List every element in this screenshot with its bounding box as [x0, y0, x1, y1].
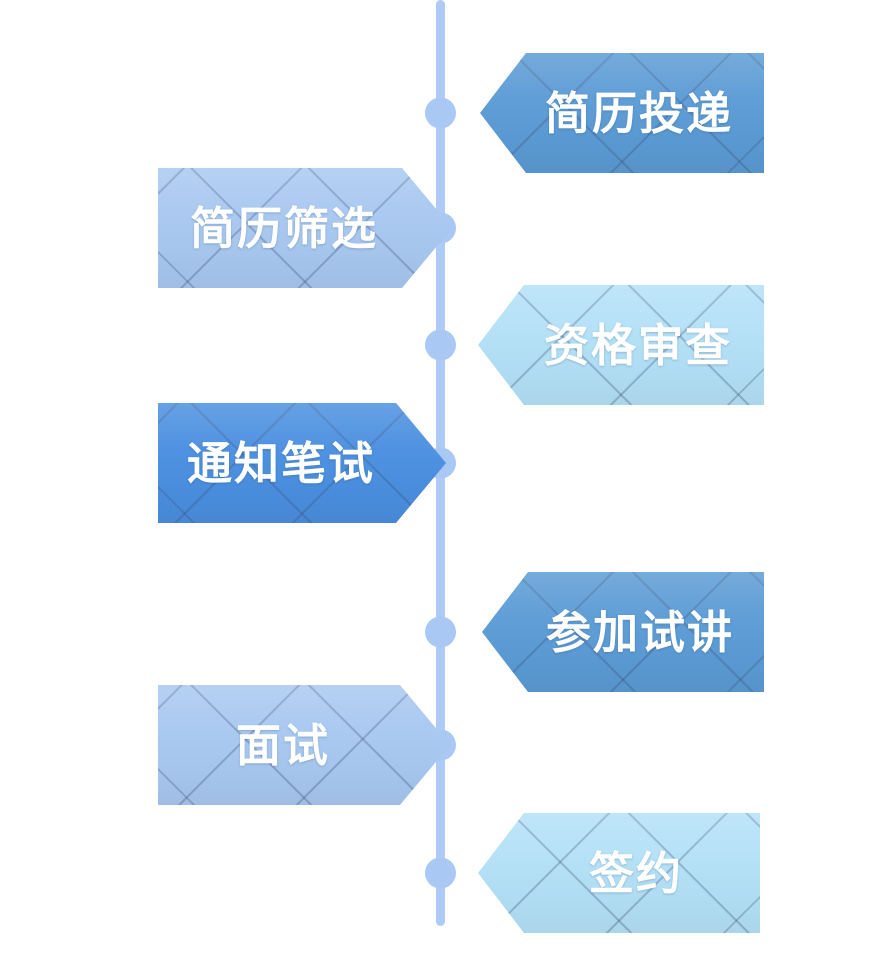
timeline-step-3-label: 资格审查 — [543, 319, 732, 371]
timeline-dot-7 — [425, 857, 456, 889]
timeline-step-1-label: 简历投递 — [544, 87, 733, 139]
timeline-dot-3 — [425, 329, 456, 361]
timeline-step-3[interactable]: 资格审查 — [478, 285, 764, 405]
timeline-step-6-label: 面试 — [235, 719, 330, 771]
timeline-dot-1 — [425, 97, 456, 129]
timeline-step-7[interactable]: 签约 — [478, 813, 760, 933]
timeline-dot-5 — [425, 616, 456, 648]
timeline-step-6[interactable]: 面试 — [158, 685, 450, 805]
timeline-step-5[interactable]: 参加试讲 — [482, 572, 764, 692]
timeline-step-4[interactable]: 通知笔试 — [158, 403, 446, 523]
timeline-step-2[interactable]: 简历筛选 — [158, 168, 452, 288]
timeline-step-4-label: 通知笔试 — [186, 437, 375, 489]
timeline-step-1[interactable]: 简历投递 — [480, 53, 764, 173]
timeline-step-5-label: 参加试讲 — [545, 606, 734, 658]
timeline-step-7-label: 签约 — [588, 847, 683, 899]
timeline-step-2-label: 简历筛选 — [189, 202, 378, 254]
